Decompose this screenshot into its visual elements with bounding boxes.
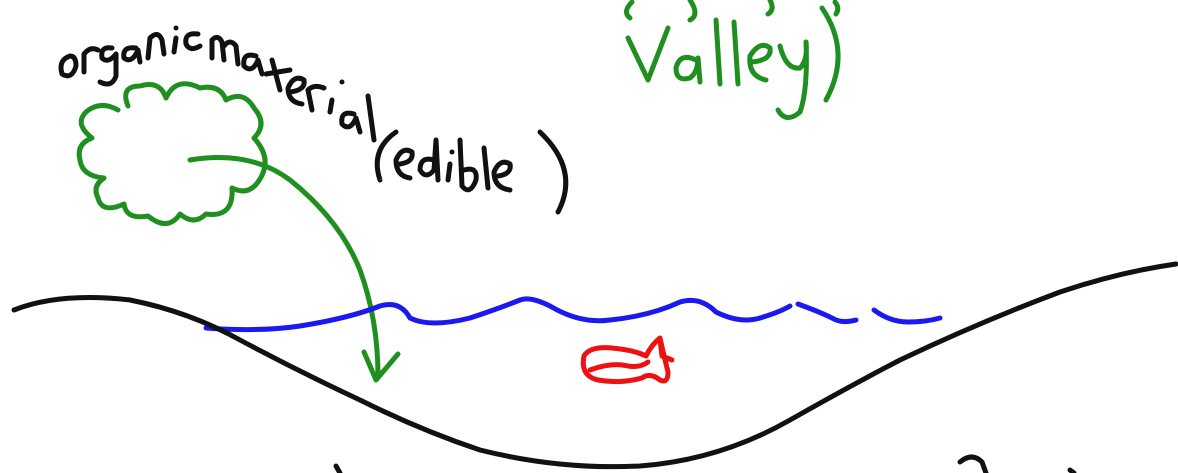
valley-partial-label (624, 0, 841, 23)
arrow-head (361, 349, 401, 383)
falling-arrow (187, 155, 381, 379)
water-dash-2 (871, 307, 943, 325)
valley-ground (11, 261, 1178, 470)
water-dash-1 (795, 301, 859, 325)
tree-canopy (76, 81, 268, 226)
bottom-mark-2 (957, 454, 989, 473)
organic-material-label: organic material (58, 25, 377, 143)
edible-label: (edible) (374, 129, 569, 215)
edible-text: (edible) (380, 179, 384, 181)
fish (580, 335, 675, 385)
valley-label: Valley) (625, 5, 841, 120)
organic-text: organic material (60, 78, 69, 81)
bottom-mark-1 (333, 463, 343, 473)
water-surface (203, 296, 793, 333)
valley-text: Valley) (628, 83, 632, 85)
